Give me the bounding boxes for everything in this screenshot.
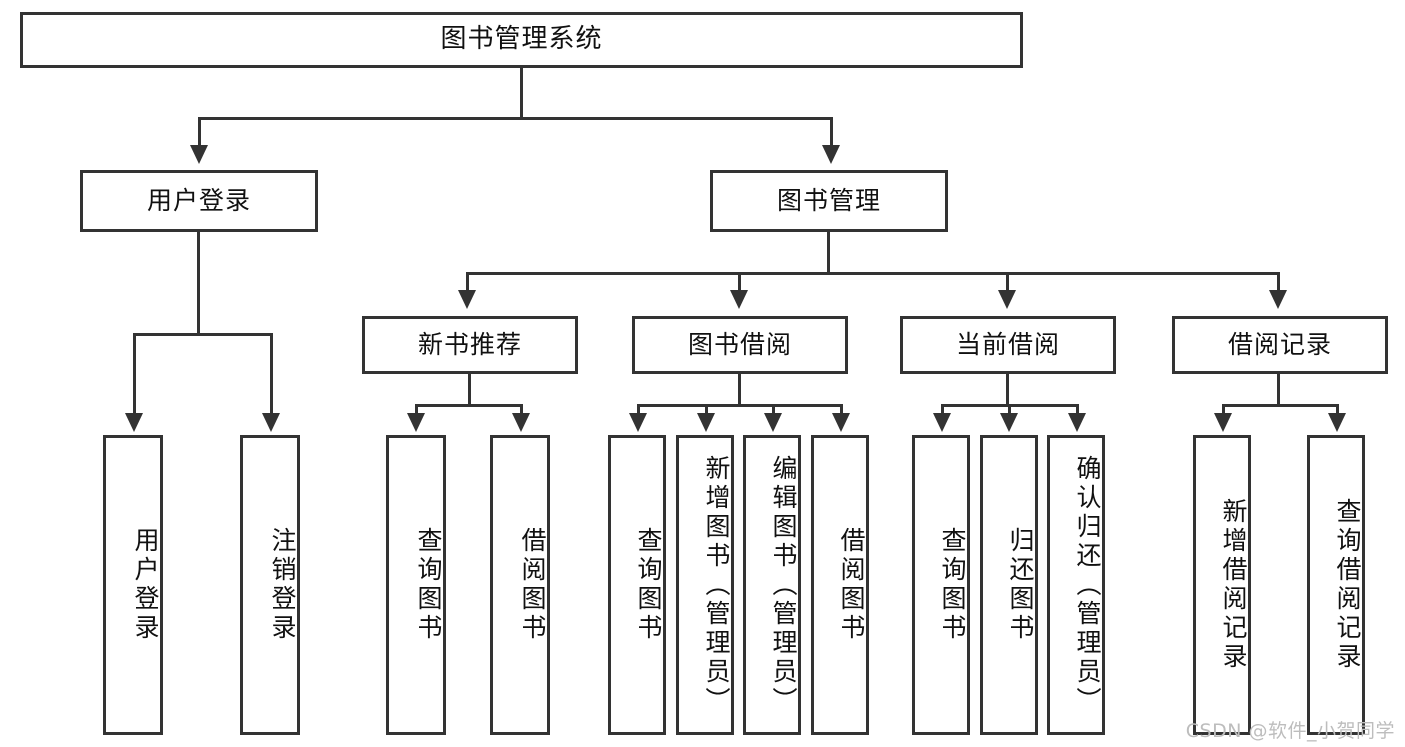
node-label: 借阅图书: [518, 527, 547, 643]
arrow-to-book-borrow: [730, 290, 748, 309]
connector-br-drop-2: [1336, 404, 1339, 416]
node-label: 借阅图书: [837, 527, 866, 643]
leaf-br-query-record[interactable]: 查询借阅记录: [1307, 435, 1365, 735]
leaf-nbr-borrow-book[interactable]: 借阅图书: [490, 435, 550, 735]
connector-new-book-recommend-bus: [415, 404, 523, 407]
connector-user-login-drop-1: [133, 333, 136, 416]
connector-root-bus: [198, 117, 833, 120]
connector-user-login-stem: [197, 232, 200, 336]
connector-bb-drop-3: [772, 404, 775, 416]
connector-br-drop-1: [1222, 404, 1225, 416]
arrow-cb-leaf-3: [1068, 413, 1086, 432]
connector-cb-drop-1: [941, 404, 944, 416]
connector-to-new-book-recommend: [466, 272, 469, 292]
node-label: 用户登录: [131, 527, 160, 643]
connector-borrow-record-stem: [1277, 374, 1280, 407]
arrow-to-book-management: [822, 145, 840, 164]
node-label: 查询图书: [634, 527, 663, 643]
node-book-borrow[interactable]: 图书借阅: [632, 316, 848, 374]
node-label: 用户登录: [146, 186, 251, 215]
node-label: 借阅记录: [1227, 330, 1332, 359]
connector-book-borrow-stem: [738, 374, 741, 407]
arrow-br-leaf-1: [1214, 413, 1232, 432]
node-label: 新增借阅记录: [1219, 498, 1248, 672]
node-label: 编辑图书（管理员）: [769, 454, 798, 716]
node-label: 新书推荐: [417, 330, 522, 359]
connector-new-book-recommend-stem: [468, 374, 471, 407]
arrow-cb-leaf-2: [1000, 413, 1018, 432]
node-label: 图书管理系统: [440, 24, 603, 55]
connector-book-management-stem: [827, 232, 830, 274]
node-borrow-record[interactable]: 借阅记录: [1172, 316, 1388, 374]
leaf-logout[interactable]: 注销登录: [240, 435, 300, 735]
connector-user-login-bus: [133, 333, 273, 336]
node-label: 查询借阅记录: [1333, 498, 1362, 672]
connector-to-borrow-record: [1277, 272, 1280, 292]
connector-bb-drop-4: [840, 404, 843, 416]
connector-to-book-borrow: [738, 272, 741, 292]
connector-current-borrow-stem: [1006, 374, 1009, 407]
leaf-cb-confirm-return-admin[interactable]: 确认归还（管理员）: [1047, 435, 1105, 735]
leaf-cb-query-book[interactable]: 查询图书: [912, 435, 970, 735]
connector-root-to-user-login: [198, 117, 201, 145]
connector-nbr-drop-2: [520, 404, 523, 416]
arrow-bb-leaf-2: [697, 413, 715, 432]
node-label: 图书借阅: [687, 330, 792, 359]
connector-nbr-drop-1: [415, 404, 418, 416]
arrow-to-user-login: [190, 145, 208, 164]
node-label: 注销登录: [268, 527, 297, 643]
node-label: 查询图书: [414, 527, 443, 643]
arrow-to-user-login-leaf: [125, 413, 143, 432]
node-user-login[interactable]: 用户登录: [80, 170, 318, 232]
leaf-user-login[interactable]: 用户登录: [103, 435, 163, 735]
leaf-bb-edit-book-admin[interactable]: 编辑图书（管理员）: [743, 435, 801, 735]
node-label: 确认归还（管理员）: [1073, 454, 1102, 716]
arrow-bb-leaf-4: [832, 413, 850, 432]
leaf-bb-add-book-admin[interactable]: 新增图书（管理员）: [676, 435, 734, 735]
connector-bb-drop-2: [705, 404, 708, 416]
leaf-cb-return-book[interactable]: 归还图书: [980, 435, 1038, 735]
connector-level3-bus: [466, 272, 1280, 275]
arrow-to-current-borrow: [998, 290, 1016, 309]
leaf-bb-query-book[interactable]: 查询图书: [608, 435, 666, 735]
leaf-bb-borrow-book[interactable]: 借阅图书: [811, 435, 869, 735]
arrow-br-leaf-2: [1328, 413, 1346, 432]
arrow-cb-leaf-1: [933, 413, 951, 432]
leaf-nbr-query-book[interactable]: 查询图书: [386, 435, 446, 735]
arrow-to-new-book-recommend: [458, 290, 476, 309]
connector-book-borrow-bus: [637, 404, 843, 407]
connector-root-stem: [520, 68, 523, 117]
connector-cb-drop-3: [1076, 404, 1079, 416]
node-new-book-recommend[interactable]: 新书推荐: [362, 316, 578, 374]
csdn-watermark: CSDN @软件_小贺同学: [1185, 720, 1395, 742]
connector-bb-drop-1: [637, 404, 640, 416]
arrow-nbr-leaf-2: [512, 413, 530, 432]
arrow-to-borrow-record: [1269, 290, 1287, 309]
arrow-nbr-leaf-1: [407, 413, 425, 432]
arrow-bb-leaf-1: [629, 413, 647, 432]
node-book-management[interactable]: 图书管理: [710, 170, 948, 232]
node-label: 新增图书（管理员）: [702, 454, 731, 716]
connector-root-to-book-management: [830, 117, 833, 145]
node-label: 当前借阅: [955, 330, 1060, 359]
node-label: 归还图书: [1006, 527, 1035, 643]
connector-borrow-record-bus: [1222, 404, 1339, 407]
node-root-book-management-system[interactable]: 图书管理系统: [20, 12, 1023, 68]
node-label: 图书管理: [776, 186, 881, 215]
arrow-to-logout-leaf: [262, 413, 280, 432]
node-label: 查询图书: [938, 527, 967, 643]
connector-cb-drop-2: [1008, 404, 1011, 416]
leaf-br-add-record[interactable]: 新增借阅记录: [1193, 435, 1251, 735]
connector-user-login-drop-2: [270, 333, 273, 416]
connector-to-current-borrow: [1006, 272, 1009, 292]
node-current-borrow[interactable]: 当前借阅: [900, 316, 1116, 374]
arrow-bb-leaf-3: [764, 413, 782, 432]
